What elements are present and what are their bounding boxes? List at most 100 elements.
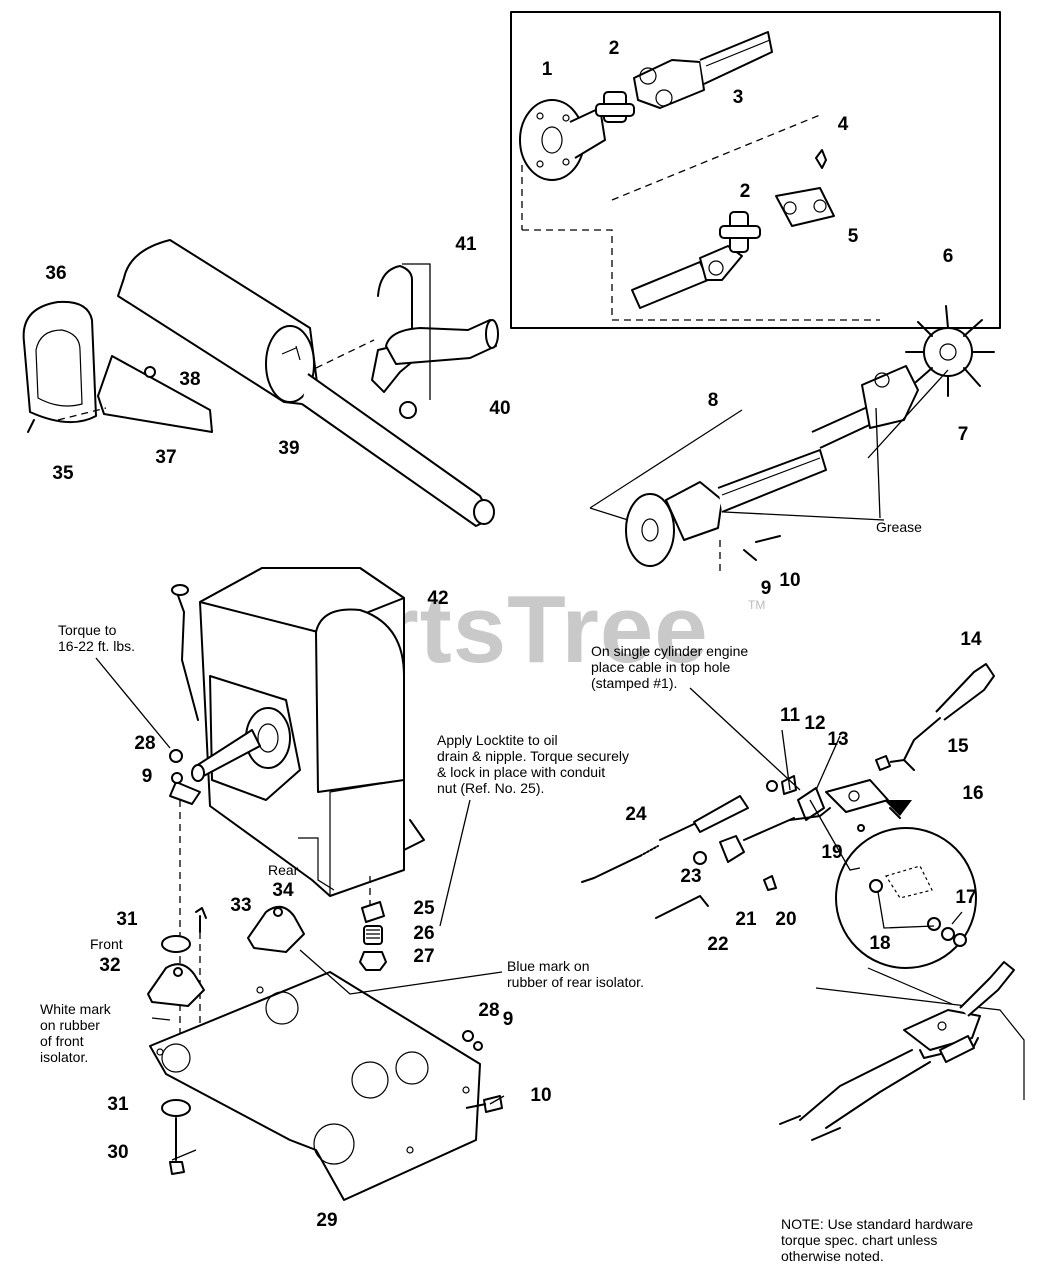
- part-callout-38: 38: [179, 369, 201, 390]
- part-callout-9: 9: [141, 766, 153, 787]
- part-callout-2: 2: [739, 181, 751, 202]
- grease-leaders: [723, 407, 885, 521]
- cable-24: [581, 795, 749, 883]
- part-callout-7: 7: [957, 424, 969, 445]
- part-callout-39: 39: [278, 438, 300, 459]
- washer-31-bottom: [161, 1099, 191, 1117]
- transmission-housing: [171, 567, 425, 897]
- exhaust-elbow: [385, 319, 499, 365]
- part-callout-31: 31: [107, 1094, 129, 1115]
- part-callout-21: 21: [735, 909, 757, 930]
- shift-lever: [903, 663, 995, 771]
- part-callout-11: 11: [779, 705, 801, 726]
- nut-28-right: [462, 1030, 474, 1042]
- input-shaft-flange: [169, 675, 301, 805]
- screw-20: [763, 875, 777, 891]
- assembled-view: [779, 961, 1025, 1141]
- cable-wire-19: [789, 807, 831, 821]
- part-callout-15: 15: [947, 736, 969, 757]
- drain-fittings: [359, 901, 387, 971]
- nut-38: [144, 366, 156, 378]
- part-callout-20: 20: [775, 909, 797, 930]
- screw-33: [195, 907, 207, 933]
- part-callout-23: 23: [680, 866, 702, 887]
- detail-washers: [869, 865, 967, 947]
- washer-9-right: [473, 1041, 483, 1051]
- note-front: Front: [90, 936, 123, 952]
- bolt-10-lower: [465, 1095, 503, 1113]
- bolt-10-washer-9: [743, 535, 781, 561]
- part-callout-37: 37: [155, 447, 177, 468]
- part-callout-30: 30: [107, 1142, 129, 1163]
- part-callout-2: 2: [608, 38, 620, 59]
- part-callout-29: 29: [316, 1210, 338, 1231]
- part-callout-5: 5: [847, 226, 859, 247]
- part-callout-27: 27: [413, 946, 435, 967]
- bracket-41-guide: [402, 263, 431, 400]
- screw-15: [875, 755, 905, 771]
- washer-9-left: [171, 772, 183, 784]
- bracket-37: [97, 355, 213, 433]
- callout-leaders: [95, 369, 949, 1161]
- part-callout-31: 31: [116, 909, 138, 930]
- bracket-21: [719, 835, 745, 863]
- part-callout-10: 10: [530, 1085, 552, 1106]
- part-callout-28: 28: [478, 1000, 500, 1021]
- note-locktite: Apply Locktite to oil drain & nipple. To…: [437, 732, 629, 796]
- nut-11: [766, 780, 778, 792]
- cable-end-22: [655, 895, 709, 919]
- part-callout-24: 24: [625, 804, 647, 825]
- base-plate: [149, 971, 481, 1201]
- part-callout-36: 36: [45, 263, 67, 284]
- washer-31-top: [161, 935, 191, 953]
- fan: [905, 305, 995, 397]
- note-torque: Torque to 16-22 ft. lbs.: [58, 622, 136, 654]
- part-callout-42: 42: [427, 588, 449, 609]
- note-rear: Rear: [268, 862, 299, 878]
- main-driveshaft: [589, 365, 919, 567]
- note-single_cyl: On single cylinder engine place cable in…: [591, 643, 749, 691]
- part-callout-25: 25: [413, 898, 435, 919]
- part-callout-4: 4: [837, 114, 849, 135]
- front-isolator: [147, 963, 205, 1007]
- part-callout-13: 13: [827, 729, 849, 750]
- part-callout-17: 17: [955, 887, 977, 908]
- inset-yoke-5: [775, 187, 835, 227]
- muffler-shield: [22, 300, 97, 433]
- part-callout-40: 40: [489, 398, 511, 419]
- nut-28-left: [169, 749, 183, 763]
- nut-23: [693, 851, 707, 865]
- part-callout-22: 22: [707, 934, 729, 955]
- muffler: [117, 239, 495, 527]
- part-callout-12: 12: [804, 713, 826, 734]
- inset-lower-shaft: [631, 245, 743, 309]
- plate-16: [825, 779, 889, 813]
- note-white_mark: White mark on rubber of front isolator.: [40, 1001, 111, 1065]
- part-callout-33: 33: [230, 895, 252, 916]
- part-callout-1: 1: [541, 59, 553, 80]
- part-callout-9: 9: [760, 578, 772, 599]
- inset-dashed-guide-2: [611, 114, 821, 201]
- part-callout-28: 28: [134, 733, 156, 754]
- part-callout-35: 35: [52, 463, 74, 484]
- inset-yoke-shaft: [633, 31, 773, 109]
- note-note_std: NOTE: Use standard hardware torque spec.…: [781, 1216, 974, 1264]
- detail-circle: [835, 827, 977, 969]
- rear-isolator: [247, 905, 305, 953]
- part-callout-26: 26: [413, 923, 435, 944]
- part-callout-41: 41: [455, 234, 477, 255]
- part-callout-6: 6: [942, 246, 954, 267]
- inset-cross-1: [595, 91, 635, 123]
- part-callout-9: 9: [502, 1009, 514, 1030]
- inset-cross-2: [719, 211, 761, 253]
- part-callout-8: 8: [707, 390, 719, 411]
- watermark-trademark: TM: [748, 598, 766, 612]
- inset-dashed-guide-1: [521, 165, 880, 321]
- part-callout-34: 34: [272, 880, 294, 901]
- note-grease: Grease: [876, 519, 922, 535]
- inset-frame: [510, 11, 1001, 329]
- part-callout-14: 14: [960, 629, 982, 650]
- part-callout-16: 16: [962, 783, 984, 804]
